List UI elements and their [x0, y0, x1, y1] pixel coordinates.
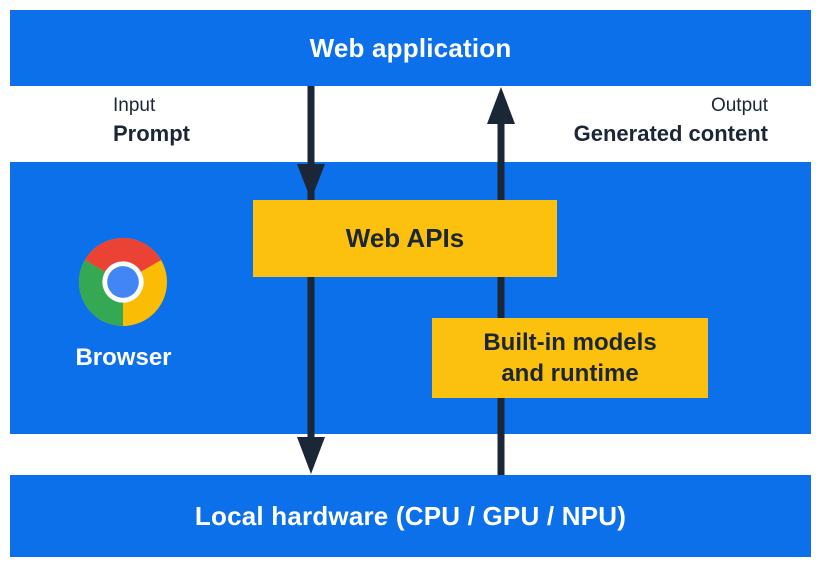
built-in-models-box: Built-in models and runtime — [432, 318, 708, 398]
chrome-logo-icon — [79, 238, 167, 326]
input-title: Input — [113, 95, 156, 116]
up-arrow-icon — [487, 87, 515, 475]
browser-label: Browser — [75, 344, 172, 371]
web-apis-label: Web APIs — [345, 223, 465, 253]
input-value: Prompt — [113, 120, 190, 146]
web-application-label: Web application — [309, 32, 512, 63]
web-application-bar: Web application — [10, 10, 811, 86]
local-hardware-label: Local hardware (CPU / GPU / NPU) — [194, 500, 627, 531]
output-label-group: Output Generated content — [574, 94, 768, 148]
local-hardware-bar: Local hardware (CPU / GPU / NPU) — [10, 475, 811, 557]
down-arrow-icon — [297, 86, 325, 474]
output-title: Output — [710, 95, 768, 116]
web-apis-box: Web APIs — [253, 200, 557, 277]
output-value: Generated content — [573, 120, 768, 146]
built-in-models-label: Built-in models and runtime — [483, 328, 657, 387]
input-label-group: Input Prompt — [113, 94, 190, 148]
